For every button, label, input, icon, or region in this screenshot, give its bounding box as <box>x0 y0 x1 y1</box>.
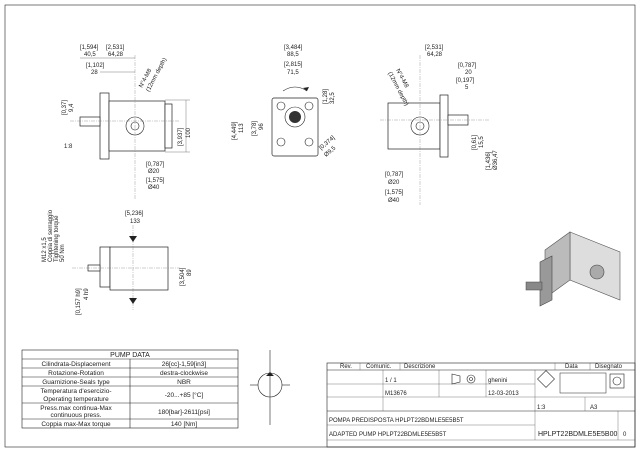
dim-label: [0,787] <box>385 172 404 178</box>
descrizione-header: Descrizione <box>404 364 436 370</box>
dim-label: 89 <box>187 269 193 276</box>
arrow-down-icon <box>129 298 137 304</box>
dim-label: [1,28] <box>323 89 329 104</box>
scale: 1:3 <box>537 405 546 411</box>
dim-label: M12 x1,5 <box>42 237 48 262</box>
pump-body <box>108 100 166 152</box>
dim-label: 9,4 <box>69 103 75 112</box>
row-label: continuous press. <box>51 412 102 419</box>
drawing-frame <box>4 4 636 448</box>
revision-number: 0 <box>623 432 627 438</box>
hydraulic-symbol <box>250 350 290 425</box>
dim-label: [1,575] <box>385 190 404 196</box>
dim-label: 71,5 <box>287 70 299 76</box>
dim-label: [0,157 h9] <box>76 288 82 315</box>
row-value: destra-clockwise <box>160 370 208 377</box>
flange <box>99 92 110 160</box>
dim-label: 1:8 <box>64 144 73 150</box>
date: 12-03-2013 <box>488 391 519 397</box>
dim-label: [3,78] <box>252 121 258 136</box>
rear-cover <box>164 103 173 149</box>
description-english: ADAPTED PUMP HPLPT22BDMLE5E5B5T <box>329 432 447 438</box>
dim-label: [1,436] <box>486 151 492 170</box>
dim-label: [3,504] <box>180 267 186 286</box>
dim-label: [2,531] <box>106 45 125 51</box>
dim-label: 5 <box>465 85 469 91</box>
dim-label: [0,787] <box>146 162 165 168</box>
dim-label: [1,594] <box>80 45 99 51</box>
dim-label: [0,61] <box>472 135 478 150</box>
row-label: Coppia max-Max torque <box>41 421 111 428</box>
row-value: NBR <box>177 379 191 386</box>
row-label: Cilindrata-Displacement <box>42 361 111 368</box>
dim-label: [0,787] <box>458 63 477 69</box>
title-block: Rev. Comunic. Descrizione Data Disegnato… <box>326 362 636 448</box>
row-label: Press.max continua-Max <box>40 405 112 412</box>
row-label: Guarnizione-Seals type <box>42 379 110 386</box>
dim-label: [0,197] <box>456 78 475 84</box>
dim-label: 15,5 <box>479 136 485 148</box>
projection-symbol-icon <box>451 373 476 385</box>
pump-3d-render <box>525 231 621 307</box>
row-label: Operating temperature <box>43 396 109 403</box>
dim-label: 32,5 <box>330 92 336 104</box>
dim-label: [1,102] <box>86 63 105 69</box>
dim-label: [1,575] <box>146 178 165 184</box>
dim-label: 113 <box>239 123 245 133</box>
top-view: [5,236] 133 [3,504] 89 [0,157 h9] 4 h9 M… <box>42 209 193 315</box>
sheet-number: 1 / 1 <box>385 378 397 384</box>
part-code: HPLPT22BDMLE5E5B00 <box>538 431 617 438</box>
row-value: 140 [Nm] <box>171 421 198 428</box>
comunic-header: Comunic. <box>366 364 392 370</box>
dim-label: [4,449] <box>232 121 238 140</box>
dim-label: [5,236] <box>125 211 144 217</box>
dim-label: 64,28 <box>108 52 124 58</box>
pump-data-table: PUMP DATA Cilindrata-Displacement 26[cc]… <box>21 349 239 429</box>
rear-view: [2,531] 64,28 [0,787] 20 [0,197] 5 [0,61… <box>380 45 499 205</box>
dim-label: [0,37] <box>62 100 68 115</box>
disegnato-header: Disegnato <box>595 364 623 370</box>
company-logo <box>537 370 625 394</box>
dim-label: Coppia di serraggio <box>48 209 54 262</box>
row-value: 26[cc]-1,59[in3] <box>162 361 207 368</box>
dim-label: 100 <box>186 127 192 138</box>
dim-label: 4 h9 <box>84 288 90 300</box>
dim-label: 96 <box>259 123 265 130</box>
dim-label: Ø20 <box>388 180 400 186</box>
row-label: Rotazione-Rotation <box>48 370 104 377</box>
shaft <box>79 116 101 127</box>
rev-header: Rev. <box>340 364 352 370</box>
row-value: -20...+85 [°C] <box>165 391 204 399</box>
dim-label: [2,531] <box>425 45 444 51</box>
data-header: Data <box>565 364 578 370</box>
rotation-arrow-icon <box>282 86 308 92</box>
front-view: [3,484] 88,5 [2,815] 71,5 [1,28] 32,5 [4… <box>232 45 338 159</box>
table-title: PUMP DATA <box>110 352 150 359</box>
dim-label: 40,5 <box>84 52 96 58</box>
dim-label: Ø40 <box>388 198 400 204</box>
format: A3 <box>590 405 598 411</box>
side-view: [1,594] 40,5 [2,531] 64,28 [1,102] 28 [0… <box>62 45 192 200</box>
dim-label: Ø40 <box>148 185 160 191</box>
dim-label: 28 <box>91 70 98 76</box>
dim-label: [2,815] <box>284 62 303 68</box>
row-value: 180[bar]-2611[psi] <box>158 409 210 416</box>
dim-label: 50 Nm <box>60 244 66 262</box>
dim-label: 64,28 <box>427 52 443 58</box>
dim-label: Ø20 <box>148 169 160 175</box>
description-italian: POMPA PREDISPOSTA HPLPT22BDMLE5E5B5T <box>329 418 464 424</box>
dim-label: [3,937] <box>178 127 184 146</box>
row-label: Temperatura d'esercizio- <box>41 388 112 395</box>
dim-label: Tightening torque <box>54 215 60 262</box>
drawn-by: ghenini <box>488 378 507 384</box>
dim-label: 88,5 <box>287 52 299 58</box>
dim-label: 133 <box>130 219 141 225</box>
dim-label: Ø36,47 <box>493 150 499 170</box>
dim-label: [3,484] <box>284 45 303 51</box>
arrow-down-icon <box>129 236 137 242</box>
drawing-code: M13676 <box>385 391 407 397</box>
dim-label: 20 <box>465 70 472 76</box>
